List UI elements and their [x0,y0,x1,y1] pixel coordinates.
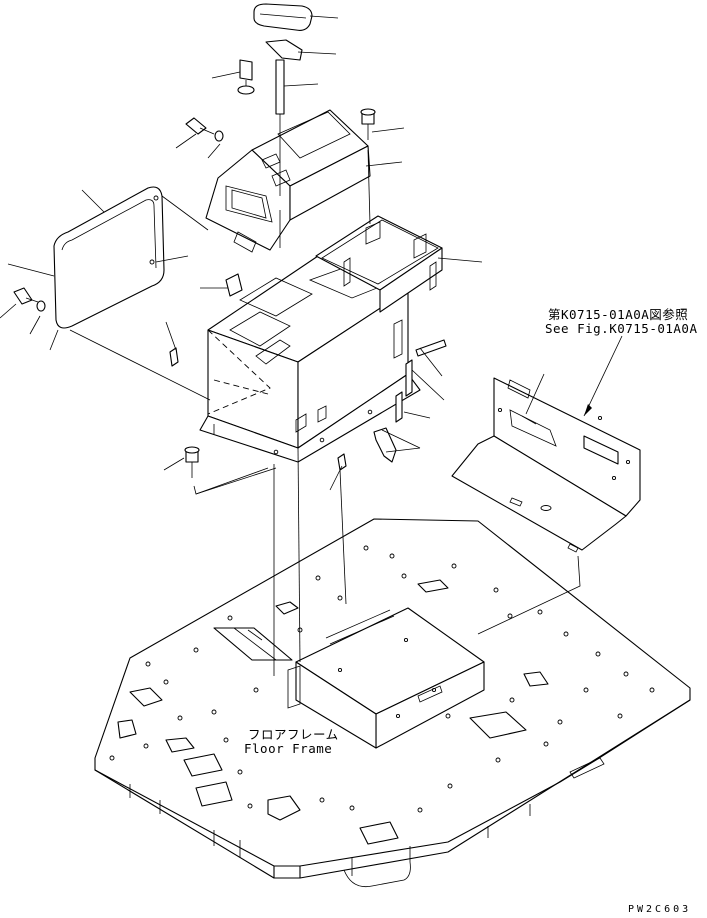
floor-frame-label-jp: フロアフレーム [248,727,339,742]
leader-lines [0,15,623,676]
floor-frame-label-en: Floor Frame [244,741,333,756]
drawing-code: PW2C603 [628,904,692,915]
bolts-washers [13,59,447,478]
console-lower-box [199,255,421,463]
console-top-cover [205,109,371,253]
floor-frame-box [287,607,485,749]
rear-cover-panel [451,377,641,553]
console-frame [315,215,443,313]
reference-label-en: See Fig.K0715-01A0A [545,321,698,336]
reference-label-jp: 第K0715-01A0A図参照 [548,307,689,322]
side-cover-panel [53,186,165,329]
lever-assembly [253,3,313,196]
